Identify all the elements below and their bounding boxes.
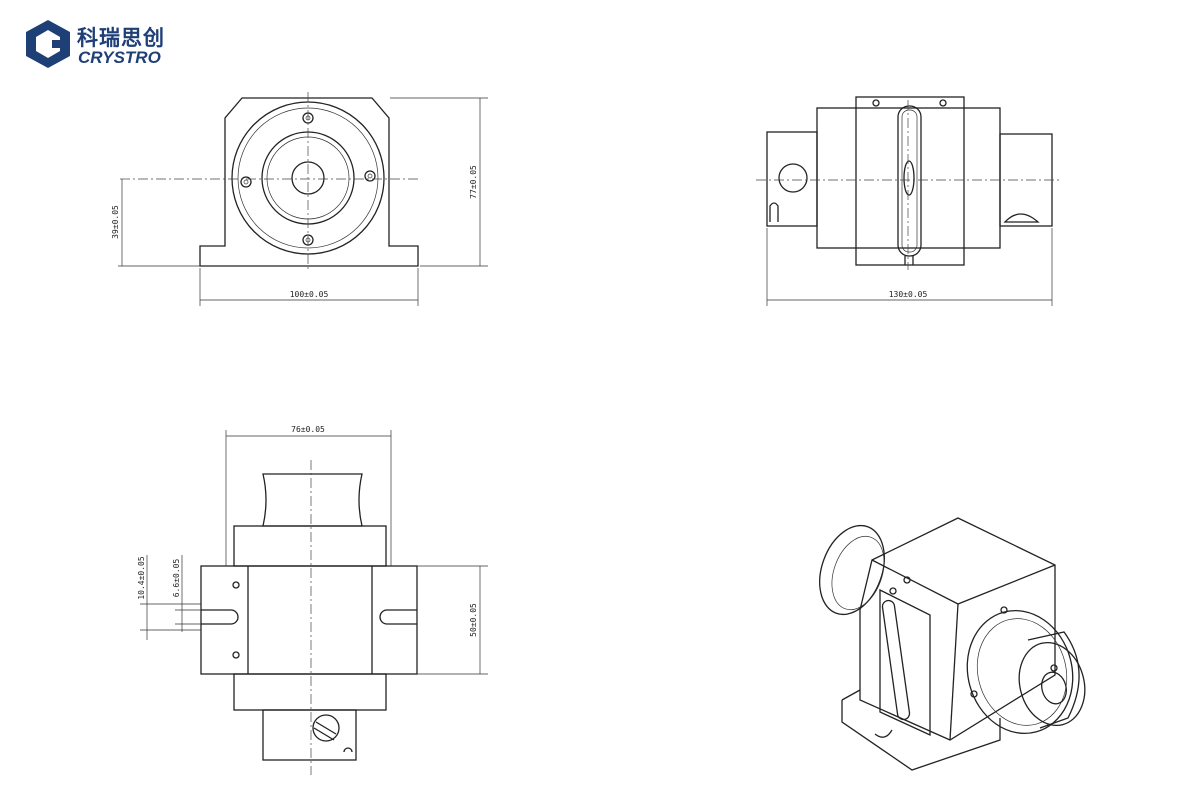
brand-logo: 科瑞思创 CRYSTRO: [22, 16, 202, 74]
isometric-view: [819, 517, 1086, 771]
crystro-logo-icon: [26, 20, 70, 68]
front-view: [118, 92, 488, 306]
top-view: [140, 430, 488, 775]
dim-front-height: 77±0.05: [469, 165, 478, 199]
dim-slot-inner: 6.6±0.05: [172, 559, 181, 598]
dim-side-length: 130±0.05: [889, 290, 928, 299]
dim-top-width: 76±0.05: [291, 425, 325, 434]
dim-top-depth: 50±0.05: [469, 603, 478, 637]
dim-front-axis-height: 39±0.05: [111, 205, 120, 239]
dim-front-width: 100±0.05: [290, 290, 329, 299]
side-view: [756, 96, 1062, 306]
brand-name-cn: 科瑞思创: [77, 26, 165, 50]
brand-name-en: CRYSTRO: [78, 48, 161, 67]
dim-slot-outer: 10.4±0.05: [137, 556, 146, 600]
